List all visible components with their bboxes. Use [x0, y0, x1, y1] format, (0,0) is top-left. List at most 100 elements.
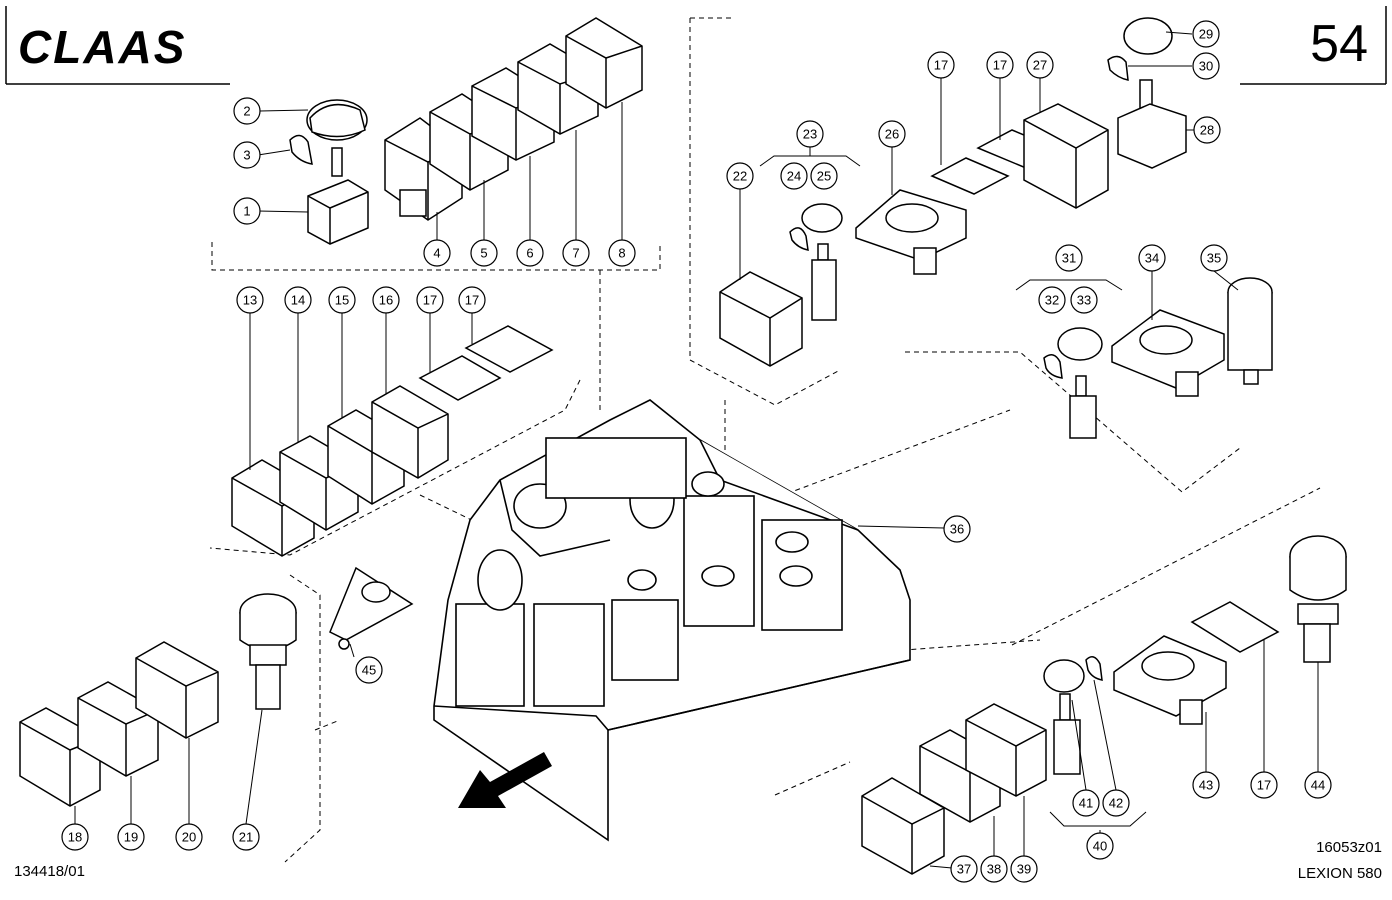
callout-26: 26: [878, 120, 906, 148]
callout-17c: 17: [927, 51, 955, 79]
svg-text:17: 17: [1257, 778, 1271, 793]
brand-logo-text: CLAAS: [18, 21, 187, 73]
callout-24: 24: [780, 162, 808, 190]
callout-17e: 17: [1250, 771, 1278, 799]
callout-28: 28: [1193, 116, 1221, 144]
callouts: 1 2 3 4 5 6 7 8 13 14 15 16 17 17 18 19 …: [61, 20, 1332, 883]
rocker-switches-18-21: [19, 593, 297, 807]
svg-text:23: 23: [803, 127, 817, 142]
svg-text:15: 15: [335, 293, 349, 308]
callout-37: 37: [950, 855, 978, 883]
svg-text:43: 43: [1199, 778, 1213, 793]
callout-31: 31: [1055, 244, 1083, 272]
callout-44: 44: [1304, 771, 1332, 799]
svg-text:26: 26: [885, 127, 899, 142]
callout-4: 4: [423, 239, 451, 267]
svg-text:36: 36: [950, 522, 964, 537]
svg-text:37: 37: [957, 862, 971, 877]
drawing-number: 16053z01: [1316, 839, 1382, 856]
frame-lines: [5, 6, 1387, 85]
callout-35: 35: [1200, 244, 1228, 272]
callout-8: 8: [608, 239, 636, 267]
svg-text:29: 29: [1199, 27, 1213, 42]
svg-text:16: 16: [379, 293, 393, 308]
callout-17a: 17: [416, 286, 444, 314]
mounting-plate-26: [855, 189, 967, 275]
svg-text:44: 44: [1311, 778, 1325, 793]
callout-21: 21: [232, 823, 260, 851]
dashed-group-lines: [209, 17, 1321, 863]
callout-38: 38: [980, 855, 1008, 883]
gaskets-and-switch-27: [930, 103, 1109, 209]
svg-text:31: 31: [1062, 251, 1076, 266]
svg-text:35: 35: [1207, 251, 1221, 266]
page-number: 54: [1310, 15, 1368, 73]
svg-text:19: 19: [124, 830, 138, 845]
bracket-45: [329, 566, 414, 650]
svg-text:21: 21: [239, 830, 253, 845]
callout-3: 3: [233, 141, 261, 169]
callout-34: 34: [1138, 244, 1166, 272]
callout-6: 6: [516, 239, 544, 267]
control-console-36: [433, 399, 911, 842]
callout-5: 5: [470, 239, 498, 267]
svg-text:39: 39: [1017, 862, 1031, 877]
svg-text:13: 13: [243, 293, 257, 308]
plate-43-gasket-17-light-44: [1113, 535, 1347, 725]
svg-text:42: 42: [1109, 796, 1123, 811]
svg-text:8: 8: [618, 246, 625, 261]
callout-2: 2: [233, 97, 261, 125]
callout-30: 30: [1192, 52, 1220, 80]
callout-27: 27: [1026, 51, 1054, 79]
callout-45: 45: [355, 656, 383, 684]
svg-text:38: 38: [987, 862, 1001, 877]
callout-19: 19: [117, 823, 145, 851]
direction-arrow: [458, 752, 552, 808]
svg-text:3: 3: [243, 148, 250, 163]
svg-text:27: 27: [1033, 58, 1047, 73]
callout-16: 16: [372, 286, 400, 314]
svg-text:17: 17: [423, 293, 437, 308]
callout-15: 15: [328, 286, 356, 314]
svg-text:41: 41: [1079, 796, 1093, 811]
svg-text:32: 32: [1045, 293, 1059, 308]
svg-text:22: 22: [733, 169, 747, 184]
rocker-switches-13-17: [231, 325, 554, 557]
leader-lines: [74, 31, 1319, 869]
callout-7: 7: [562, 239, 590, 267]
callout-17b: 17: [458, 286, 486, 314]
svg-text:40: 40: [1093, 839, 1107, 854]
callout-23: 23: [796, 120, 824, 148]
plate-34-socket-35: [1111, 277, 1273, 397]
callout-42: 42: [1102, 789, 1130, 817]
callout-29: 29: [1192, 20, 1220, 48]
switches-37-39: [861, 703, 1047, 875]
svg-text:28: 28: [1200, 123, 1214, 138]
callout-13: 13: [236, 286, 264, 314]
svg-text:5: 5: [480, 246, 487, 261]
switch-22-and-knob-23: [719, 203, 843, 367]
document-number: 134418/01: [14, 863, 85, 880]
svg-text:18: 18: [68, 830, 82, 845]
knob-assembly-40: [1043, 656, 1103, 775]
callout-36: 36: [943, 515, 971, 543]
callout-20: 20: [175, 823, 203, 851]
model-name: LEXION 580: [1297, 865, 1382, 882]
svg-text:20: 20: [182, 830, 196, 845]
svg-text:1: 1: [243, 204, 250, 219]
svg-text:25: 25: [817, 169, 831, 184]
svg-text:34: 34: [1145, 251, 1159, 266]
svg-text:2: 2: [243, 104, 250, 119]
callout-33: 33: [1070, 286, 1098, 314]
callout-25: 25: [810, 162, 838, 190]
switch-knob-assembly-top-left: [289, 99, 369, 245]
svg-text:45: 45: [362, 663, 376, 678]
svg-text:24: 24: [787, 169, 801, 184]
callout-14: 14: [284, 286, 312, 314]
callout-40: 40: [1086, 832, 1114, 860]
rocker-switches-4-8: [384, 17, 643, 221]
callout-22: 22: [726, 162, 754, 190]
callout-41: 41: [1072, 789, 1100, 817]
callout-39: 39: [1010, 855, 1038, 883]
